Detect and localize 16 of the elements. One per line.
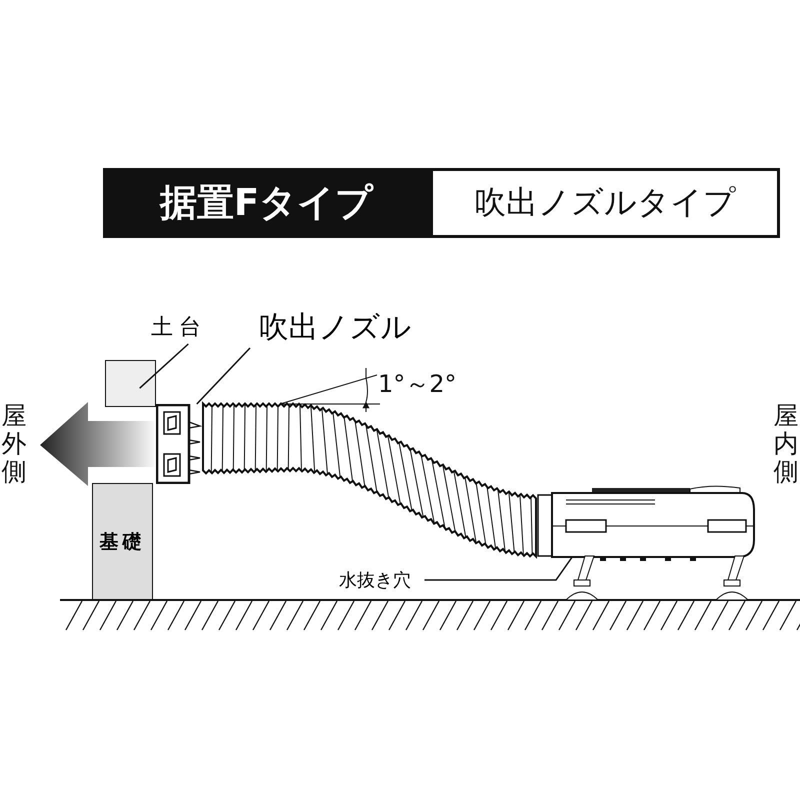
title-banner: 吹出ノズルタイプ bbox=[430, 168, 780, 238]
airflow-arrow bbox=[40, 402, 155, 486]
leader-line bbox=[139, 343, 189, 389]
title-banner: 据置Fタイプ bbox=[103, 168, 430, 238]
part-label: 吹出ノズル bbox=[250, 306, 420, 348]
foundation-block: 基礎 bbox=[92, 483, 153, 600]
side-label: 屋外側 bbox=[0, 402, 28, 486]
sill-block bbox=[105, 360, 156, 407]
unit-drawing bbox=[551, 486, 755, 600]
leader-line bbox=[424, 556, 573, 581]
nozzle-drawing bbox=[156, 404, 204, 484]
leader-line bbox=[196, 347, 251, 405]
part-label: 土台 bbox=[148, 310, 210, 344]
side-label: 屋内側 bbox=[772, 402, 800, 486]
part-label: 水抜き穴 bbox=[330, 566, 420, 594]
angle-label: 1°～2° bbox=[378, 369, 457, 400]
